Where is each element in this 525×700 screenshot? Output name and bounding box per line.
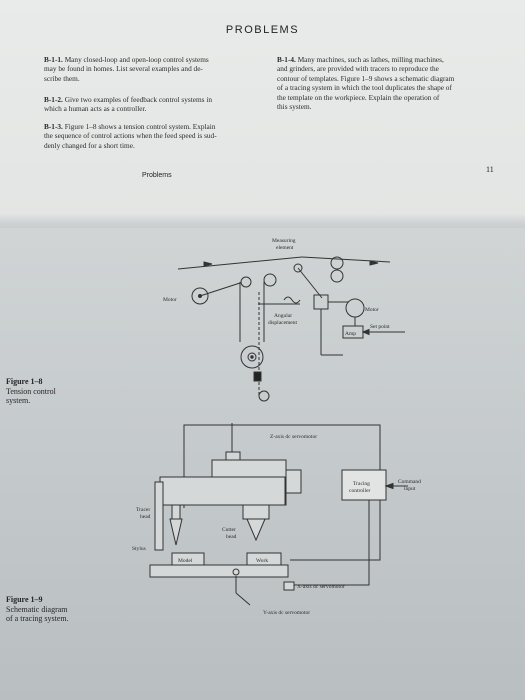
caption-line: Schematic diagram xyxy=(6,604,68,614)
label-motor-left: Motor xyxy=(163,297,177,303)
problem-text: scribe them. xyxy=(44,73,80,83)
problem-id: B-1-4. xyxy=(277,55,296,64)
roller xyxy=(330,256,344,270)
label-angular: displacement xyxy=(268,320,297,326)
running-head: Problems xyxy=(142,172,172,179)
figure-label: Figure 1–8 xyxy=(6,377,43,386)
label-amp: Amp xyxy=(345,331,356,337)
label-tracing: controller xyxy=(349,488,371,494)
problem-text: this system. xyxy=(277,102,312,112)
label-command: input xyxy=(404,486,416,492)
side-block xyxy=(285,469,302,494)
weight xyxy=(253,371,262,382)
problem-text: may be found in homes. List several exam… xyxy=(44,64,203,74)
web-line xyxy=(177,256,303,270)
problem-text: Figure 1–8 shows a tension control syste… xyxy=(64,122,216,131)
figure-1-9-caption: Figure 1–9 Schematic diagram of a tracin… xyxy=(6,595,69,624)
spring-icon xyxy=(283,296,301,304)
label-measuring: element xyxy=(276,245,294,251)
measuring-pulley xyxy=(293,263,303,273)
caption-line: system. xyxy=(6,396,31,405)
caption-line: of a tracing system. xyxy=(6,614,69,623)
problems-heading: PROBLEMS xyxy=(225,24,300,36)
figure-1-8-caption: Figure 1–8 Tension control system. xyxy=(6,377,56,406)
label-angular: Angular xyxy=(274,313,292,319)
label-z-axis: Z-axis dc servomotor xyxy=(270,434,317,440)
label-work: Work xyxy=(256,558,268,564)
label-tracing: Tracing xyxy=(353,481,370,487)
measuring-arm xyxy=(297,267,323,299)
wire xyxy=(183,424,381,508)
problem-b-1-4: B-1-4. Many machines, such as lathes, mi… xyxy=(277,55,507,111)
roller-bottom xyxy=(258,390,270,402)
cutter xyxy=(246,518,266,542)
label-cutter: head xyxy=(226,534,237,540)
problem-text: and grinders, are provided with tracers … xyxy=(277,64,439,74)
arrow-icon xyxy=(384,482,394,490)
figure-label: Figure 1–9 xyxy=(6,595,43,604)
label-motor-right: Motor xyxy=(365,307,379,313)
label-set-point: Set point xyxy=(370,324,390,330)
problem-id: B-1-1. xyxy=(44,55,63,64)
label-y-axis: Y-axis dc servomotor xyxy=(263,610,310,616)
roller xyxy=(263,273,277,287)
problem-b-1-2: B-1-2. Give two examples of feedback con… xyxy=(44,95,270,114)
problem-b-1-3: B-1-3. Figure 1–8 shows a tension contro… xyxy=(44,122,270,150)
label-stylus: Stylus xyxy=(132,546,146,552)
table xyxy=(149,564,289,578)
problem-text: the sequence of control actions when the… xyxy=(44,131,217,141)
problem-text: denly changed for a short time. xyxy=(44,140,135,150)
roller xyxy=(330,269,344,283)
problem-text: Many machines, such as lathes, milling m… xyxy=(297,55,444,64)
label-x-axis: X-axis dc servomotor xyxy=(297,584,345,590)
web-line xyxy=(301,256,391,263)
label-cutter: Cutter xyxy=(222,527,236,533)
caption-line: Tension control xyxy=(6,386,56,396)
cutter-mount xyxy=(242,504,270,520)
idler-pulley xyxy=(240,276,252,288)
column xyxy=(154,481,164,551)
label-model: Model xyxy=(178,558,193,564)
page-11: PROBLEMS B-1-1. Many closed-loop and ope… xyxy=(0,0,525,222)
page-number: 11 xyxy=(486,165,494,174)
label-tracer: head xyxy=(140,514,151,520)
problem-id: B-1-2. xyxy=(44,95,63,104)
problem-text: which a human acts as a controller. xyxy=(44,104,147,114)
arrow-icon xyxy=(203,261,213,267)
problem-id: B-1-3. xyxy=(44,122,63,131)
wire xyxy=(285,500,370,586)
page-fold xyxy=(0,214,525,228)
problem-text: contour of templates. Figure 1–9 shows a… xyxy=(277,73,455,83)
problem-text: Give two examples of feedback control sy… xyxy=(64,95,213,104)
problem-text: of a tracing system in which the tool du… xyxy=(277,83,452,93)
problem-text: Many closed-loop and open-loop control s… xyxy=(64,55,209,64)
belt-line xyxy=(199,282,241,297)
dancer-pulley xyxy=(240,345,264,369)
problem-b-1-1: B-1-1. Many closed-loop and open-loop co… xyxy=(44,55,270,83)
problem-text: the template on the workpiece. Explain t… xyxy=(277,92,440,102)
motor-pulley-left xyxy=(191,287,209,305)
label-measuring: Measuring xyxy=(272,238,296,244)
arrow-icon xyxy=(369,260,379,266)
label-tracer: Tracer xyxy=(136,507,150,513)
label-command: Command xyxy=(398,479,421,485)
wire xyxy=(290,500,381,561)
stylus xyxy=(169,518,183,546)
tracer-arm xyxy=(159,476,286,506)
tracing-controller xyxy=(341,469,387,501)
